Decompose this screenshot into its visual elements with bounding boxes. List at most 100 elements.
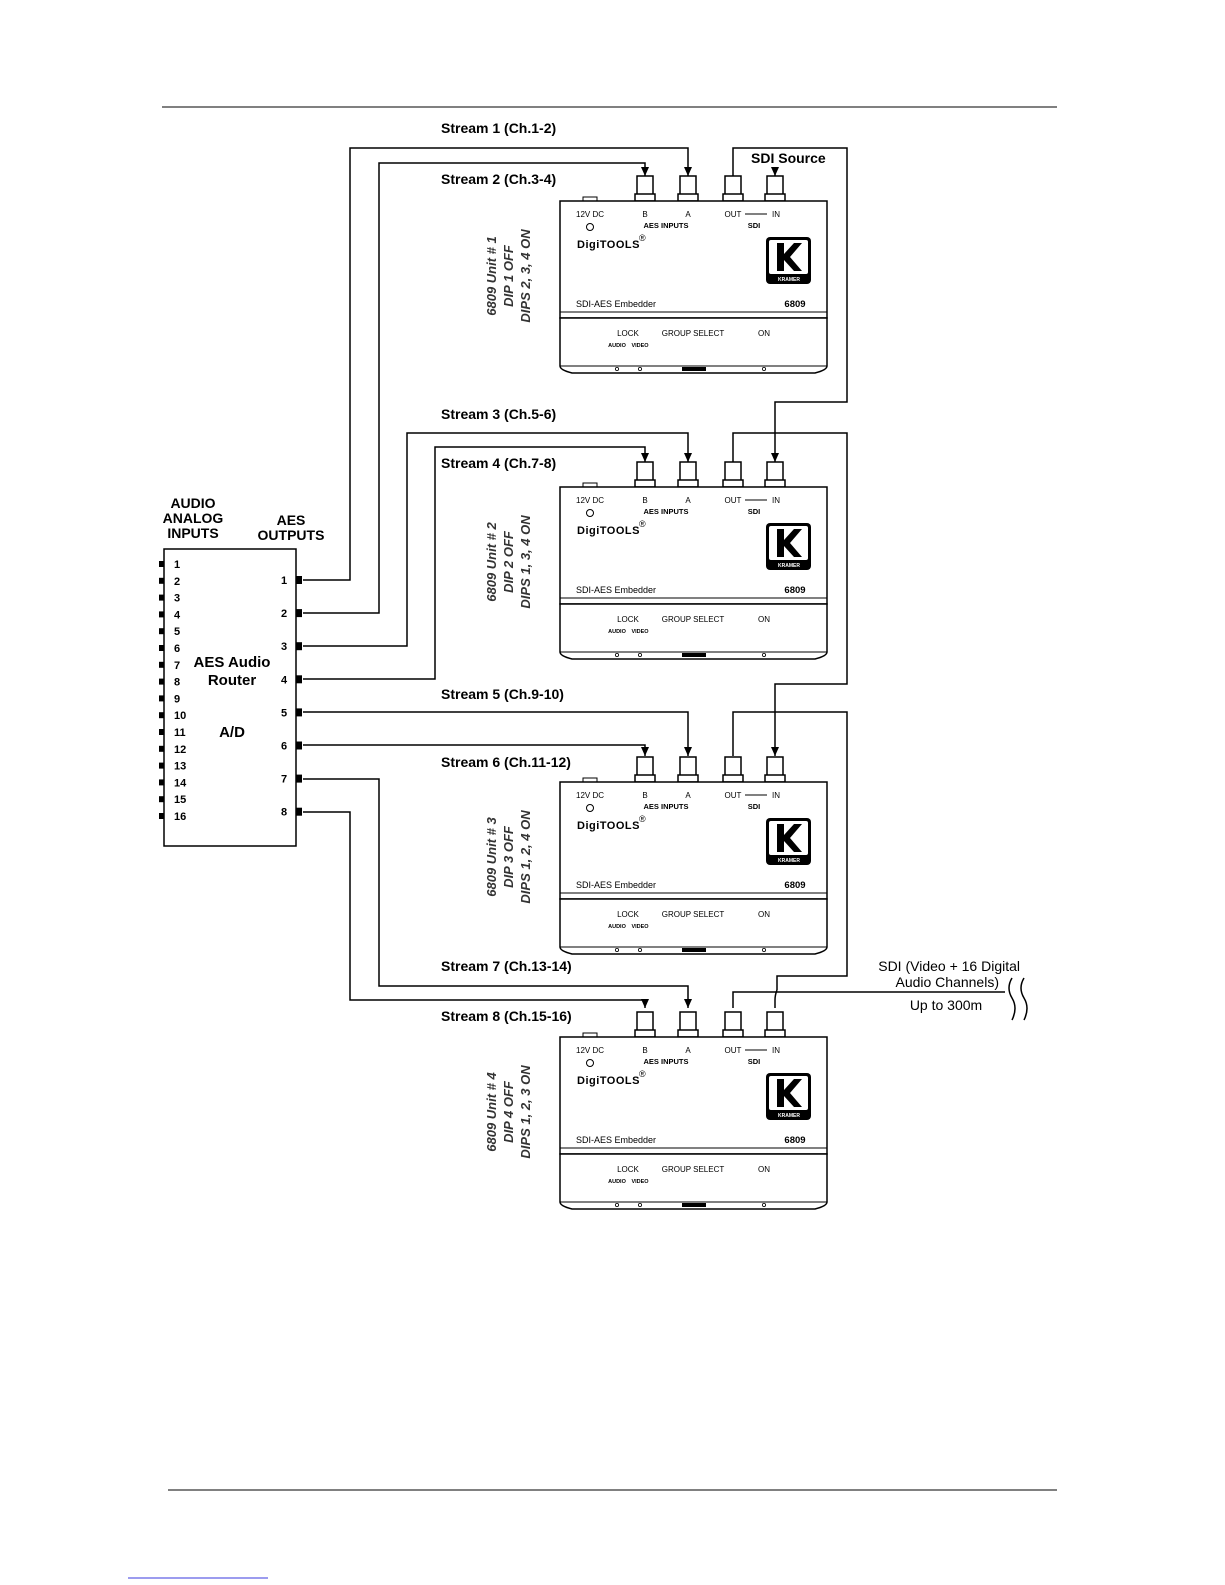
sdi-output-line1: SDI (Video + 16 Digital (878, 958, 1020, 974)
wire-sdi-3-4b (774, 989, 778, 1008)
router-input-number: 15 (174, 794, 186, 806)
dip-switch-icon (682, 948, 706, 952)
logo-text: KRAMER (778, 1113, 800, 1119)
registered-mark: ® (639, 233, 646, 243)
inputs-header-line2: ANALOG (163, 510, 224, 526)
logo-k-glyph (777, 243, 802, 271)
unit-label-line3: DIPS 1, 3, 4 ON (518, 515, 533, 609)
router-output-pin (296, 642, 302, 651)
wire-stream-3 (303, 432, 689, 647)
in-label: IN (772, 496, 780, 505)
bnc-connector-base (722, 1029, 744, 1038)
audio-led-label: AUDIO (608, 629, 626, 635)
router-output-number: 2 (281, 608, 287, 620)
router-input-pin (159, 661, 164, 668)
router-output-pin (296, 708, 302, 717)
router-input-number: 5 (174, 626, 180, 638)
router-input-pin (159, 712, 164, 719)
router-input-number: 10 (174, 710, 186, 722)
router-input-number: 9 (174, 693, 180, 705)
device-front-panel (559, 603, 828, 660)
power-symbol-icon (586, 509, 594, 517)
input-b-label: B (642, 496, 647, 505)
router-output-number: 6 (281, 741, 287, 753)
audio-led-icon (615, 948, 620, 953)
router-input-number: 1 (174, 559, 180, 571)
wire-sdi-2-3 (732, 432, 848, 756)
video-led-icon (638, 948, 643, 953)
group-select-label: GROUP SELECT (662, 329, 725, 338)
unit-label-line1: 6809 Unit # 4 (484, 1071, 499, 1151)
on-label: ON (758, 910, 770, 919)
lock-label: LOCK (617, 910, 639, 919)
bnc-connector (636, 756, 654, 777)
lock-label: LOCK (617, 615, 639, 624)
video-led-label: VIDEO (631, 629, 649, 635)
bnc-connector (724, 756, 742, 777)
in-label: IN (772, 1046, 780, 1055)
lock-label: LOCK (617, 329, 639, 338)
unit-label-line2: DIP 4 OFF (501, 1080, 516, 1143)
bnc-connector (724, 1011, 742, 1032)
arrowhead (641, 999, 649, 1008)
bnc-connector-base (764, 774, 786, 783)
device-front-panel (559, 1153, 828, 1210)
group-select-label: GROUP SELECT (662, 1165, 725, 1174)
router-output-pin (296, 807, 302, 816)
router-input-pin (159, 779, 164, 786)
bnc-connector (679, 175, 697, 196)
unit-label-line2: DIP 1 OFF (501, 244, 516, 307)
stream-2-label: Stream 2 (Ch.3-4) (441, 171, 556, 187)
arrowhead (684, 747, 692, 756)
bnc-connector (724, 461, 742, 482)
device-body (559, 486, 828, 605)
arrowhead (771, 453, 779, 462)
bnc-connector-base (722, 774, 744, 783)
router-input-pin (159, 645, 164, 651)
video-led-label: VIDEO (631, 1179, 649, 1185)
aes-inputs-label: AES INPUTS (643, 221, 688, 230)
sdi-output-line2: Audio Channels) (895, 974, 999, 990)
bnc-connector-base (722, 479, 744, 488)
bnc-connector (679, 756, 697, 777)
group-select-label: GROUP SELECT (662, 615, 725, 624)
bnc-connector-base (677, 479, 699, 488)
router-input-number: 2 (174, 576, 180, 588)
logo-text: KRAMER (778, 563, 800, 569)
arrowhead (641, 453, 649, 462)
unit-label-line2: DIP 2 OFF (501, 530, 516, 593)
router-input-pin (159, 762, 164, 769)
bnc-connector (766, 1011, 784, 1032)
wire-stream-5 (303, 711, 689, 756)
router-input-number: 14 (174, 777, 187, 789)
power-label: 12V DC (576, 496, 604, 505)
audio-led-label: AUDIO (608, 1179, 626, 1185)
router-input-number: 16 (174, 811, 186, 823)
sdi-output-line3: Up to 300m (910, 997, 982, 1013)
router-input-pin (159, 729, 164, 735)
outputs-header-line1: AES (277, 512, 306, 528)
audio-led-label: AUDIO (608, 924, 626, 930)
bnc-connector (636, 461, 654, 482)
bnc-connector (636, 175, 654, 196)
power-led-icon (762, 653, 767, 658)
break-mark-1 (1008, 977, 1016, 1021)
router-output-pin (296, 609, 302, 618)
bnc-connector (766, 756, 784, 777)
unit-label-line3: DIPS 1, 2, 3 ON (518, 1065, 533, 1159)
product-name-label: SDI-AES Embedder (576, 585, 656, 595)
wire-stream-4 (303, 446, 646, 680)
input-a-label: A (685, 1046, 691, 1055)
video-led-icon (638, 1203, 643, 1208)
sdi-output-label: SDI (Video + 16 Digital Audio Channels) … (878, 958, 1020, 1013)
stream-1-label: Stream 1 (Ch.1-2) (441, 120, 556, 136)
stream-3-label: Stream 3 (Ch.5-6) (441, 406, 556, 422)
unit-label-line3: DIPS 1, 2, 4 ON (518, 810, 533, 904)
